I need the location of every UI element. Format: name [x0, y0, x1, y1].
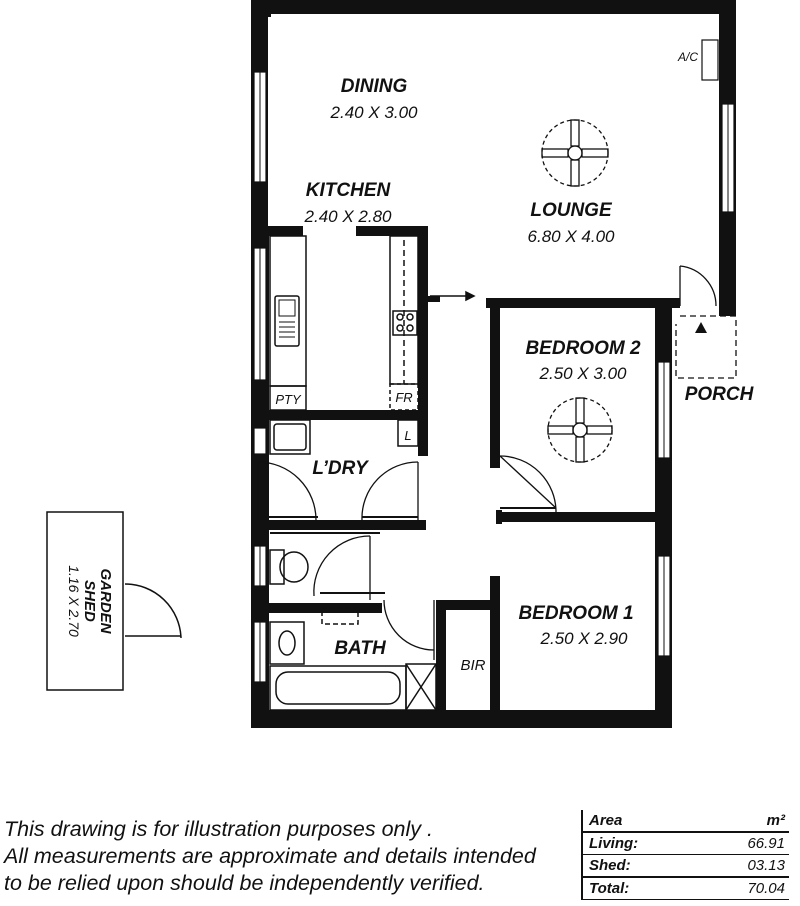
wall-kitchen-top [251, 226, 303, 236]
room-dims-lounge: 6.80 X 4.00 [528, 227, 616, 246]
shed-name-line1: GARDEN [97, 568, 114, 634]
wall-kitchen-right [418, 226, 428, 456]
bath-cabinet [321, 607, 359, 625]
window-centerlines [259, 72, 729, 682]
wall-kitchen-bottom [251, 410, 428, 420]
porch-outline [675, 315, 737, 379]
room-label-kitchen: KITCHEN [306, 180, 392, 201]
pantry-box [269, 385, 307, 411]
room-label-porch: PORCH [685, 384, 755, 405]
label-laundry-tub: L [404, 428, 411, 443]
area-row-label: Shed: [589, 857, 631, 874]
label-pantry: PTY [275, 392, 302, 407]
wall-bir-left [436, 600, 446, 728]
disclaimer-line: to be relied upon should be independentl… [4, 871, 485, 895]
wall-bed-divider [500, 512, 672, 522]
toilet-bowl-icon [279, 551, 309, 583]
room-dims-kitchen: 2.40 X 2.80 [304, 207, 393, 226]
door-swing [313, 535, 371, 597]
laundry-cabinet [397, 419, 419, 447]
area-row-label: Total: [589, 880, 630, 897]
area-row-value: 70.04 [747, 880, 785, 897]
door-swing [257, 461, 317, 521]
laundry-fittings [269, 419, 419, 455]
room-label-laundry: L’DRY [312, 458, 370, 479]
room-label-bath: BATH [334, 638, 387, 659]
disclaimer-line: This drawing is for illustration purpose… [4, 817, 433, 841]
area-row-total: Total: 70.04 [583, 878, 789, 900]
wall-bath-top [251, 603, 382, 613]
window-laundry [253, 427, 267, 455]
area-row-label: Living: [589, 835, 639, 852]
toilet-cistern [269, 549, 285, 585]
shower-base [405, 663, 437, 711]
wall-bir-top [436, 600, 500, 610]
kitchen-fittings [269, 235, 419, 411]
ceiling-fan-bedroom2-icon [547, 397, 613, 463]
wall-bed2-top [486, 298, 672, 308]
shed-dims: 1.16 X 2.70 [66, 565, 82, 637]
area-row-shed: Shed: 03.13 [583, 855, 789, 878]
disclaimer-line: All measurements are approximate and det… [4, 844, 536, 868]
doors [257, 265, 737, 660]
area-row-living: Living: 66.91 [583, 833, 789, 855]
area-header-label: Area [589, 812, 623, 829]
wall-bottom [251, 710, 671, 728]
garden-shed [46, 511, 182, 691]
label-fridge: FR [395, 390, 412, 405]
door-swing [124, 583, 182, 639]
entry-arrow [430, 290, 476, 302]
room-label-dining: DINING [341, 76, 408, 97]
laundry-tub-icon [269, 419, 311, 455]
disclaimer: This drawing is for illustration purpose… [4, 816, 574, 897]
room-dims-dining: 2.40 X 3.00 [330, 103, 419, 122]
wall-bed2-left [490, 298, 500, 468]
wall-bed1-left [490, 576, 500, 728]
area-header-unit: m² [766, 812, 785, 829]
door-swing [499, 455, 557, 513]
room-dims-bedroom1: 2.50 X 2.90 [540, 629, 629, 648]
sink-icon [274, 295, 300, 347]
vanity [269, 621, 305, 665]
wall-top [251, 0, 736, 14]
wall-kitchen-top-right [356, 226, 428, 236]
wall-stub [496, 510, 502, 524]
room-dims-bedroom2: 2.50 X 3.00 [539, 364, 628, 383]
area-row-value: 03.13 [747, 857, 785, 874]
area-table-header: Area m² [583, 810, 789, 833]
ac-unit [701, 39, 719, 81]
cooktop-icon [392, 310, 418, 336]
shed-name-line2: SHED [81, 580, 98, 622]
door-swing [679, 265, 717, 307]
shed-label: GARDEN SHED 1.16 X 2.70 [66, 565, 114, 637]
floor-plan: DINING 2.40 X 3.00 KITCHEN 2.40 X 2.80 L… [46, 0, 755, 728]
wall-kitchen-stub [428, 296, 440, 302]
room-label-bir: BIR [460, 657, 485, 674]
bathtub-icon [275, 671, 401, 705]
room-label-bedroom2: BEDROOM 2 [525, 338, 641, 359]
room-label-bedroom1: BEDROOM 1 [518, 603, 633, 624]
sink-lines [278, 299, 296, 338]
ceiling-fan-lounge-icon [541, 119, 609, 187]
door-swing [383, 599, 435, 651]
room-label-lounge: LOUNGE [530, 200, 613, 221]
fridge-box [389, 383, 419, 411]
label-ac: A/C [677, 50, 698, 64]
area-table: Area m² Living: 66.91 Shed: 03.13 Total:… [581, 810, 789, 900]
door-jambs [258, 507, 556, 594]
area-row-value: 66.91 [747, 835, 785, 852]
bath-fittings [269, 549, 437, 711]
basin-icon [278, 630, 296, 656]
wall-laundry-bottom [251, 520, 426, 530]
door-swing [361, 461, 419, 521]
entry-marker [695, 322, 707, 333]
